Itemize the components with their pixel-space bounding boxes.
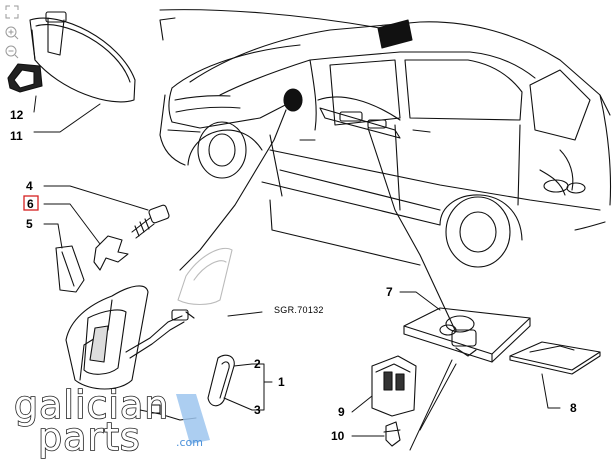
callout-6-highlight: [23, 195, 39, 211]
callout-10[interactable]: 10: [331, 429, 345, 443]
part-8-panel: [509, 341, 601, 375]
zoom-in-icon[interactable]: [5, 26, 19, 40]
car-body-illustration: [159, 21, 612, 268]
callout-11[interactable]: 11: [10, 129, 23, 143]
part-door-mirror: [65, 285, 195, 390]
part-12-mirror-base: [7, 63, 43, 93]
callout-1[interactable]: 1: [278, 375, 285, 389]
callout-12[interactable]: 12: [10, 108, 24, 122]
svg-text:galician: galician: [14, 383, 169, 427]
part-mirror-glass-ghost: [177, 247, 233, 306]
callout-4[interactable]: 4: [26, 179, 33, 193]
svg-text:.com: .com: [176, 436, 203, 449]
part-10-clip: [383, 421, 401, 447]
part-7-console: [403, 307, 531, 363]
zoom-out-icon[interactable]: [5, 45, 19, 59]
fit-screen-icon[interactable]: [5, 5, 19, 19]
roof-console-part: [377, 19, 413, 49]
part-6-clip: [93, 235, 129, 271]
watermark-logo: galician parts .com: [13, 382, 210, 460]
part-4-screw: [131, 204, 170, 239]
part-5-bracket: [55, 245, 85, 293]
drawing-reference: SGR.70132: [274, 305, 324, 315]
callout-2[interactable]: 2: [254, 357, 261, 371]
callout-3[interactable]: 3: [254, 403, 261, 417]
zoom-toolbar: [4, 4, 20, 60]
callout-leaders: [33, 95, 561, 451]
callout-7[interactable]: 7: [386, 285, 393, 299]
part-9-switch: [371, 355, 417, 417]
svg-text:parts: parts: [38, 415, 141, 459]
callout-9[interactable]: 9: [338, 405, 345, 419]
callout-8[interactable]: 8: [570, 401, 577, 415]
part-2-mirror-glass: [207, 354, 235, 407]
car-interior-mirror: [283, 88, 303, 112]
part-11-interior-mirror: [29, 11, 136, 103]
callout-5[interactable]: 5: [26, 217, 33, 231]
callout-6[interactable]: 6: [27, 197, 34, 211]
